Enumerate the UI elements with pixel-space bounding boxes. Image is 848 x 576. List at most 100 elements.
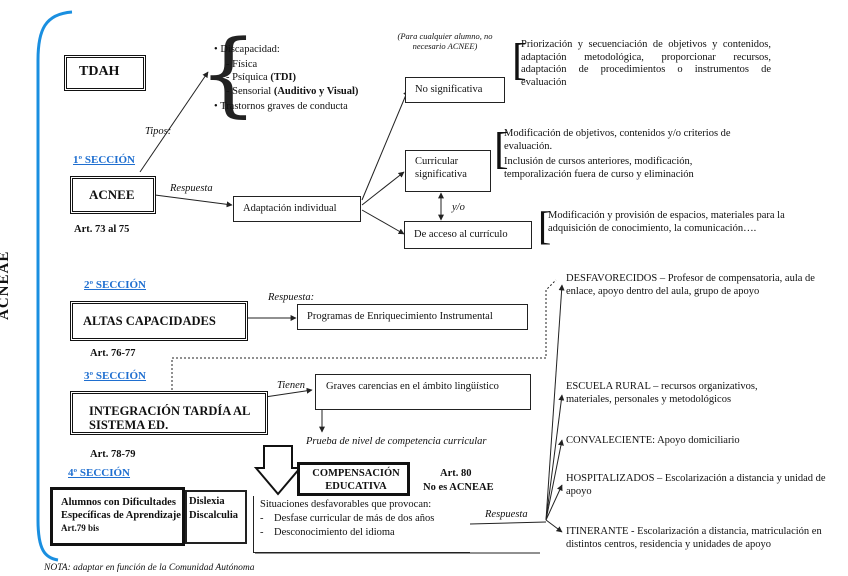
programa-label: Programas de Enriquecimiento Instrumenta…: [307, 311, 493, 322]
respuesta-desfavorecidos: DESFAVORECIDOS – Profesor de compensator…: [566, 273, 826, 298]
arrow-convaleciente: [545, 439, 564, 521]
respuesta-3-label: Respuesta: [485, 509, 528, 520]
dotted-connector: [171, 279, 557, 390]
tdah-label: TDAH: [79, 64, 120, 79]
acceso-desc: Modificación y provisión de espacios, ma…: [548, 210, 785, 234]
arrow-respuesta-1: [154, 194, 233, 208]
discapacidad-heading-text: Discapacidad:: [220, 44, 280, 55]
curricular-desc-2: Inclusión de cursos anteriores, modifica…: [504, 156, 694, 180]
adaptacion-box: Adaptación individual: [233, 196, 361, 222]
yo-label: y/o: [452, 202, 465, 213]
curricular-box: Curricular significativa: [405, 150, 491, 192]
discapacidad-fisica: - Física: [226, 59, 258, 70]
trastornos-text: Trastornos graves de conducta: [220, 101, 348, 112]
situaciones-item-1: - Desfase curricular de más de dos años: [260, 513, 435, 524]
respuesta-2-label: Respuesta:: [268, 292, 315, 303]
situaciones-item-1-text: Desfase curricular de más de dos años: [274, 513, 435, 524]
arrow-desfavorecidos: [545, 284, 565, 521]
left-brace: {: [199, 20, 258, 127]
compensacion-art: Art. 80: [440, 468, 472, 479]
desfavorecidos-head: DESFAVORECIDOS: [566, 273, 658, 284]
hospitalizados-head: HOSPITALIZADOS: [566, 473, 655, 484]
psiquica-tag: (TDI): [270, 72, 296, 83]
altas-capacidades-label: ALTAS CAPACIDADES: [83, 314, 216, 328]
dificultades-label: Alumnos con Dificultades Específicas de …: [61, 496, 185, 535]
section-1-label: 1º SECCIÓN: [73, 154, 136, 166]
compensacion-no-es: No es ACNEAE: [423, 482, 494, 493]
situaciones-item-2: - Desconocimiento del idioma: [260, 527, 395, 538]
arrow-tienen: [264, 387, 313, 398]
tdah-box: TDAH: [64, 55, 146, 91]
sensorial-tag: (Auditivo y Visual): [273, 86, 359, 97]
situaciones-box: Situaciones desfavorables que provocan: …: [253, 496, 470, 553]
curricular-bracket: [: [494, 124, 509, 173]
arrow-hospitalizados: [545, 484, 563, 521]
no-significativa-desc: Priorización y secuenciación de objetivo…: [521, 39, 771, 88]
discapacidad-heading: • Discapacidad:: [214, 44, 280, 55]
side-label-acneae: ACNEAE: [0, 250, 12, 320]
itinerante-head: ITINERANTE: [566, 526, 629, 537]
section-2-label: 2º SECCIÓN: [84, 279, 147, 291]
tipos-label: Tipos:: [145, 126, 172, 137]
altas-capacidades-box: ALTAS CAPACIDADES: [70, 301, 248, 341]
respuesta-hospitalizados: HOSPITALIZADOS – Escolarización a distan…: [566, 473, 826, 498]
acceso-bracket: [: [538, 203, 552, 248]
desfavorecidos-text: – Profesor de compensatoria, aula de enl…: [566, 273, 815, 297]
section-3-label: 3º SECCIÓN: [84, 370, 147, 382]
section-3-art: Art. 78-79: [90, 449, 136, 460]
respuesta-escuela-rural: ESCUELA RURAL – recursos organizativos, …: [566, 381, 802, 406]
arrow-itinerante: [545, 519, 563, 533]
respuesta-1-label: Respuesta: [170, 183, 213, 194]
dislexia-label: Dislexia: [189, 496, 225, 507]
escuela-rural-text: – recursos organizativos, materiales, pe…: [566, 381, 758, 405]
no-significativa-label: No significativa: [415, 84, 483, 95]
arrow-tipos: [139, 71, 209, 173]
section-2-art: Art. 76-77: [90, 348, 136, 359]
convaleciente-text: : Apoyo domiciliario: [652, 435, 740, 446]
compensacion-label: COMPENSACIÓN EDUCATIVA: [312, 468, 400, 492]
compensacion-box: COMPENSACIÓN EDUCATIVA: [297, 462, 410, 496]
curricular-label: Curricular significativa: [415, 156, 467, 180]
footer-note: NOTA: adaptar en función de la Comunidad…: [44, 563, 255, 573]
no-significativa-box: No significativa: [405, 77, 505, 103]
acnee-box: ACNEE: [70, 176, 156, 214]
section-4-label: 4º SECCIÓN: [68, 467, 131, 479]
section-1-art: Art. 73 al 75: [74, 224, 130, 235]
sensorial-text: - Sensorial: [226, 86, 272, 97]
prueba-label: Prueba de nivel de competencia curricula…: [306, 436, 487, 447]
programa-box: Programas de Enriquecimiento Instrumenta…: [297, 304, 528, 330]
escuela-rural-head: ESCUELA RURAL: [566, 381, 651, 392]
psiquica-text: - Psíquica: [226, 72, 268, 83]
dislexia-box: Dislexia Discalculia: [185, 490, 247, 544]
dificultades-text: Alumnos con Dificultades Específicas de …: [61, 497, 181, 521]
acneae-bracket: [36, 10, 73, 562]
dificultades-box: Alumnos con Dificultades Específicas de …: [50, 487, 185, 546]
arrow-no-significativa: [361, 89, 409, 201]
acceso-box: De acceso al currículo: [404, 221, 532, 249]
respuesta-itinerante: ITINERANTE - Escolarización a distancia,…: [566, 526, 828, 551]
carencias-box: Graves carencias en el ámbito lingüístic…: [315, 374, 531, 410]
acnee-label: ACNEE: [89, 187, 135, 202]
respuesta-convaleciente: CONVALECIENTE: Apoyo domiciliario: [566, 435, 816, 448]
tienen-label: Tienen: [277, 380, 305, 391]
arrow-acceso: [361, 209, 405, 235]
trastornos: • Trastornos graves de conducta: [214, 101, 348, 112]
situaciones-item-2-text: Desconocimiento del idioma: [274, 527, 395, 538]
big-down-arrow: [253, 445, 303, 496]
adaptacion-label: Adaptación individual: [243, 203, 337, 214]
itinerante-text: - Escolarización a distancia, matriculac…: [566, 526, 822, 550]
carencias-label: Graves carencias en el ámbito lingüístic…: [326, 381, 499, 392]
arrow-curricular: [361, 171, 405, 206]
acceso-label: De acceso al currículo: [414, 229, 508, 240]
dificultades-art: Art.79 bis: [61, 523, 99, 533]
integracion-box: INTEGRACIÓN TARDÍA AL SISTEMA ED.: [70, 391, 268, 435]
discalculia-label: Discalculia: [189, 510, 238, 521]
integracion-label: INTEGRACIÓN TARDÍA AL SISTEMA ED.: [89, 404, 250, 432]
no-significativa-bracket: [: [512, 35, 527, 84]
discapacidad-psiquica: - Psíquica (TDI): [226, 72, 296, 85]
arrow-escuela-rural: [545, 394, 565, 521]
hospitalizados-text: – Escolarización a distancia y unidad de…: [566, 473, 826, 497]
discapacidad-sensorial: - Sensorial (Auditivo y Visual): [226, 86, 358, 99]
situaciones-heading: Situaciones desfavorables que provocan:: [260, 499, 432, 510]
